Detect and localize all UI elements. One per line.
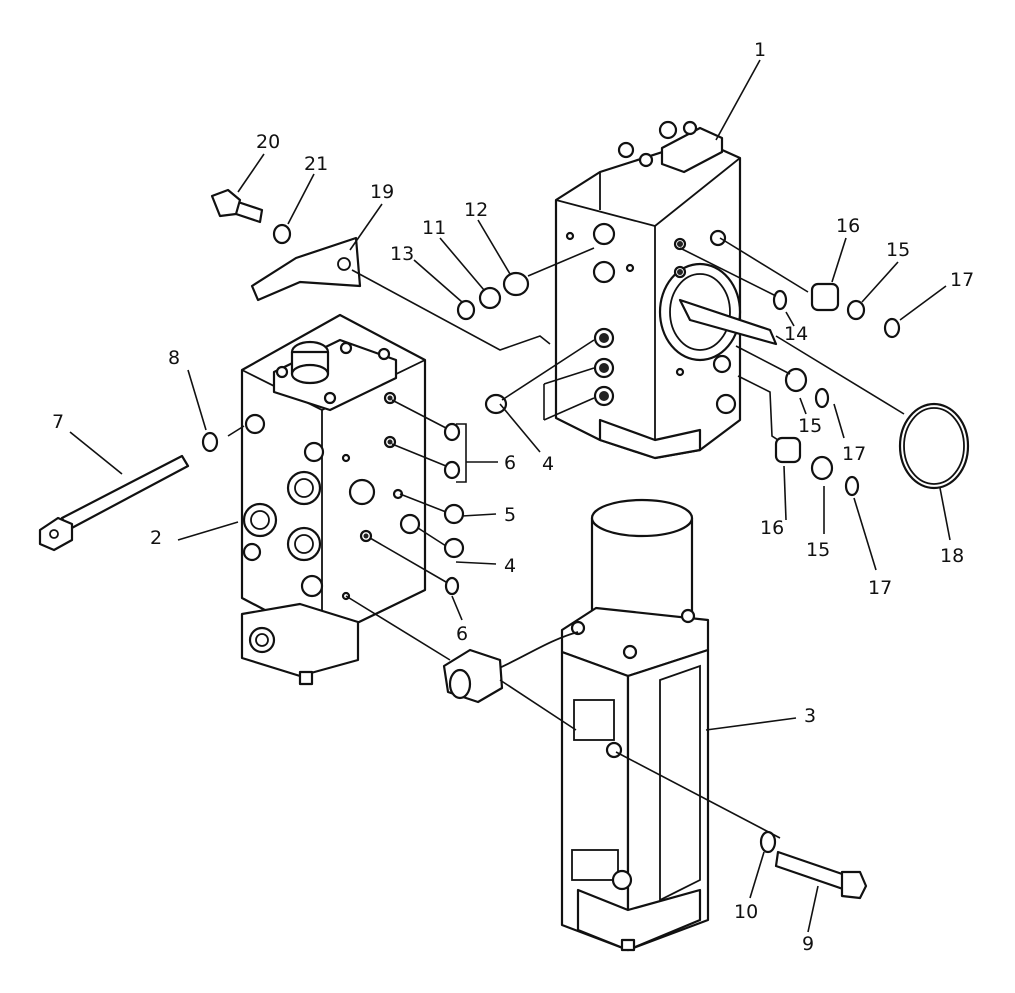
- valve-block-2: [240, 313, 427, 686]
- callout-15a: 15: [886, 239, 910, 261]
- callout-18: 18: [940, 545, 964, 567]
- washer-8: [201, 431, 219, 453]
- callout-17b: 17: [842, 443, 866, 465]
- callout-21: 21: [304, 153, 328, 175]
- callout-2: 2: [150, 527, 162, 549]
- fitting-11-12-13: [456, 271, 530, 321]
- callout-15b: 15: [798, 415, 822, 437]
- callout-15c: 15: [806, 539, 830, 561]
- callout-11: 11: [422, 217, 446, 239]
- bolt-20: [210, 188, 264, 224]
- callout-16a: 16: [836, 215, 860, 237]
- washer-21: [272, 223, 292, 245]
- callout-3: 3: [804, 705, 816, 727]
- bolt-7: [38, 454, 190, 552]
- callout-4a: 4: [542, 453, 554, 475]
- callout-7: 7: [52, 411, 64, 433]
- callout-labels: 1 2 3 4 4 5 6 6 7 8 9 10 11 12 13 14 15 …: [52, 39, 974, 955]
- callout-17a: 17: [950, 269, 974, 291]
- callout-14: 14: [784, 323, 808, 345]
- callout-1: 1: [754, 39, 766, 61]
- callout-4b: 4: [504, 555, 516, 577]
- bolt-9: [774, 850, 868, 900]
- leader-lines: [69, 59, 951, 933]
- callout-10: 10: [734, 901, 758, 923]
- callout-19: 19: [370, 181, 394, 203]
- valve-block-1: [554, 120, 778, 460]
- callout-6b: 6: [456, 623, 468, 645]
- callout-12: 12: [464, 199, 488, 221]
- callout-8: 8: [168, 347, 180, 369]
- callout-9: 9: [802, 933, 814, 955]
- plug-15-16-17: [774, 282, 901, 497]
- oring-14: [772, 289, 788, 311]
- callout-16b: 16: [760, 517, 784, 539]
- bracket-19: [250, 236, 362, 302]
- callout-6a: 6: [504, 452, 516, 474]
- callout-5: 5: [504, 504, 516, 526]
- oring-18: [898, 402, 970, 490]
- seals-4-5-6: [399, 393, 508, 596]
- callout-17c: 17: [868, 577, 892, 599]
- callout-13: 13: [390, 243, 414, 265]
- callout-20: 20: [256, 131, 280, 153]
- solenoid-actuator-3: [442, 498, 710, 952]
